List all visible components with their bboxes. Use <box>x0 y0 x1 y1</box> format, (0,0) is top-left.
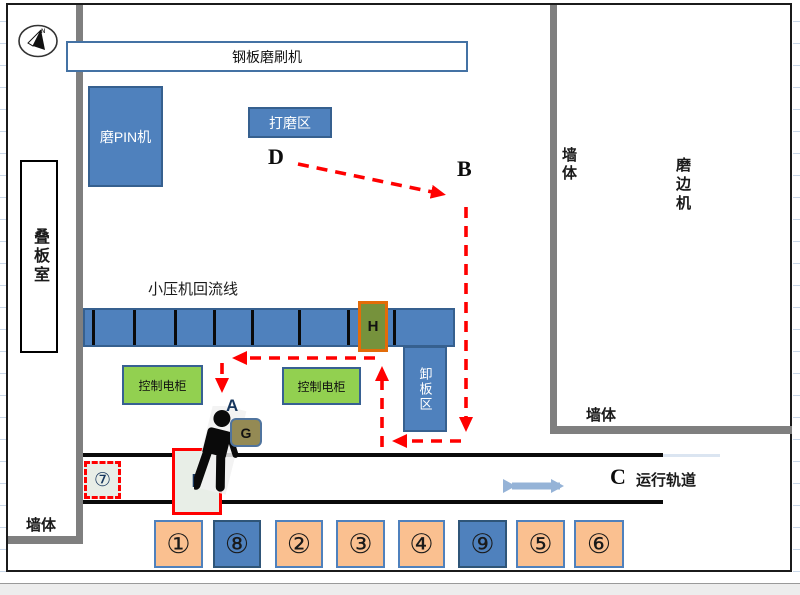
right-wall-bottom-label: 墙体 <box>586 407 617 424</box>
waypoint-d-label: D <box>268 144 284 169</box>
stacking-room-label: 叠板室 <box>31 228 48 285</box>
edge-grinder-label: 磨边机 <box>674 157 691 214</box>
track-rail-top <box>83 453 663 457</box>
compass-north-label: N <box>41 29 45 35</box>
right-wall-foot <box>550 426 792 434</box>
conveyor-divider <box>174 310 177 345</box>
station-5-box: ⑤ <box>516 520 565 568</box>
track-rail-faint-extension <box>663 454 720 457</box>
station-seven-box: ⑦ <box>84 461 121 499</box>
steel-plate-brusher-box: 钢板磨刷机 <box>66 41 468 72</box>
steel-plate-brusher-label: 钢板磨刷机 <box>232 48 302 65</box>
station-4-box: ④ <box>398 520 445 568</box>
waypoint-c-label: C <box>610 464 626 489</box>
waypoint-h-label: H <box>367 318 379 335</box>
grinding-area-box: 打磨区 <box>248 107 332 138</box>
sheet-row-line <box>0 583 800 584</box>
conveyor-divider <box>92 310 95 345</box>
right-margin-gridlines <box>793 0 800 583</box>
conveyor-divider <box>133 310 136 345</box>
conveyor-divider <box>393 310 396 345</box>
waypoint-b-label: B <box>457 156 472 181</box>
station-3-box: ③ <box>336 520 385 568</box>
station-2-box: ② <box>275 520 323 568</box>
station-6-box: ⑥ <box>574 520 624 568</box>
right-wall <box>550 5 557 434</box>
waypoint-a-label: A <box>226 396 239 415</box>
right-wall-label: 墙体 <box>560 147 577 183</box>
running-track-label: 运行轨道 <box>636 472 697 489</box>
control-cabinet-1: 控制电柜 <box>122 365 203 405</box>
return-line-conveyor <box>83 308 455 347</box>
control-cabinet-2: 控制电柜 <box>282 367 361 405</box>
unload-area-label: 卸板区 <box>417 366 433 412</box>
station-g-box: G <box>230 418 262 447</box>
station-seven-label: ⑦ <box>93 469 112 491</box>
left-wall-bottom-label: 墙体 <box>26 517 57 534</box>
conveyor-divider <box>213 310 216 345</box>
station-9-box: ⑨ <box>458 520 507 568</box>
left-margin-gridlines <box>0 0 6 583</box>
figure-border <box>6 3 792 572</box>
conveyor-divider <box>251 310 254 345</box>
track-rail-bottom <box>83 500 663 504</box>
station-8-box: ⑧ <box>213 520 261 568</box>
grinding-area-label: 打磨区 <box>269 114 311 131</box>
left-wall-foot <box>8 536 78 544</box>
unload-area-box: 卸板区 <box>403 346 447 432</box>
conveyor-divider <box>298 310 301 345</box>
sheet-bottom-strip <box>0 584 800 595</box>
pin-grinder-box: 磨PIN机 <box>88 86 163 187</box>
pin-grinder-label: 磨PIN机 <box>99 128 152 145</box>
waypoint-g-label: G <box>240 424 252 441</box>
station-1-box: ① <box>154 520 203 568</box>
station-h-box: H <box>358 301 388 352</box>
return-line-label: 小压机回流线 <box>148 281 239 298</box>
compass-icon: N <box>16 22 60 60</box>
left-wall <box>76 5 83 544</box>
stacking-room-box: 叠板室 <box>20 160 58 353</box>
conveyor-divider <box>347 310 350 345</box>
